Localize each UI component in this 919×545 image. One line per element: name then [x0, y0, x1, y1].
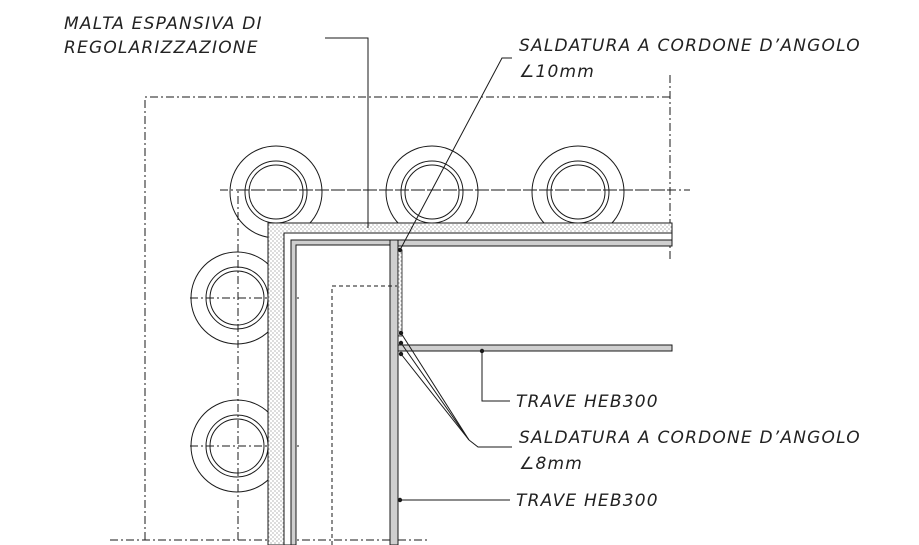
label-grout-line2: REGOLARIZZAZIONE — [64, 38, 259, 58]
label-weld-top-line2: ∠10mm — [519, 62, 595, 82]
outer-boundary — [144, 75, 671, 540]
leader-lines — [325, 37, 512, 503]
beam-heb300-vertical — [389, 239, 399, 545]
annotations: MALTA ESPANSIVA DI REGOLARIZZAZIONE SALD… — [64, 14, 861, 511]
label-grout-line1: MALTA ESPANSIVA DI — [64, 14, 263, 34]
label-weld-bottom-line2: ∠8mm — [519, 454, 583, 474]
hidden-contour — [331, 285, 397, 545]
label-weld-top-line1: SALDATURA A CORDONE D’ANGOLO — [519, 36, 861, 56]
beam-heb300-horizontal — [396, 239, 673, 352]
label-weld-bottom-line1: SALDATURA A CORDONE D’ANGOLO — [519, 428, 861, 448]
inner-boundary — [237, 189, 670, 540]
label-beam-1: TRAVE HEB300 — [516, 392, 659, 412]
label-beam-2: TRAVE HEB300 — [516, 491, 659, 511]
weld-beads — [397, 249, 403, 337]
